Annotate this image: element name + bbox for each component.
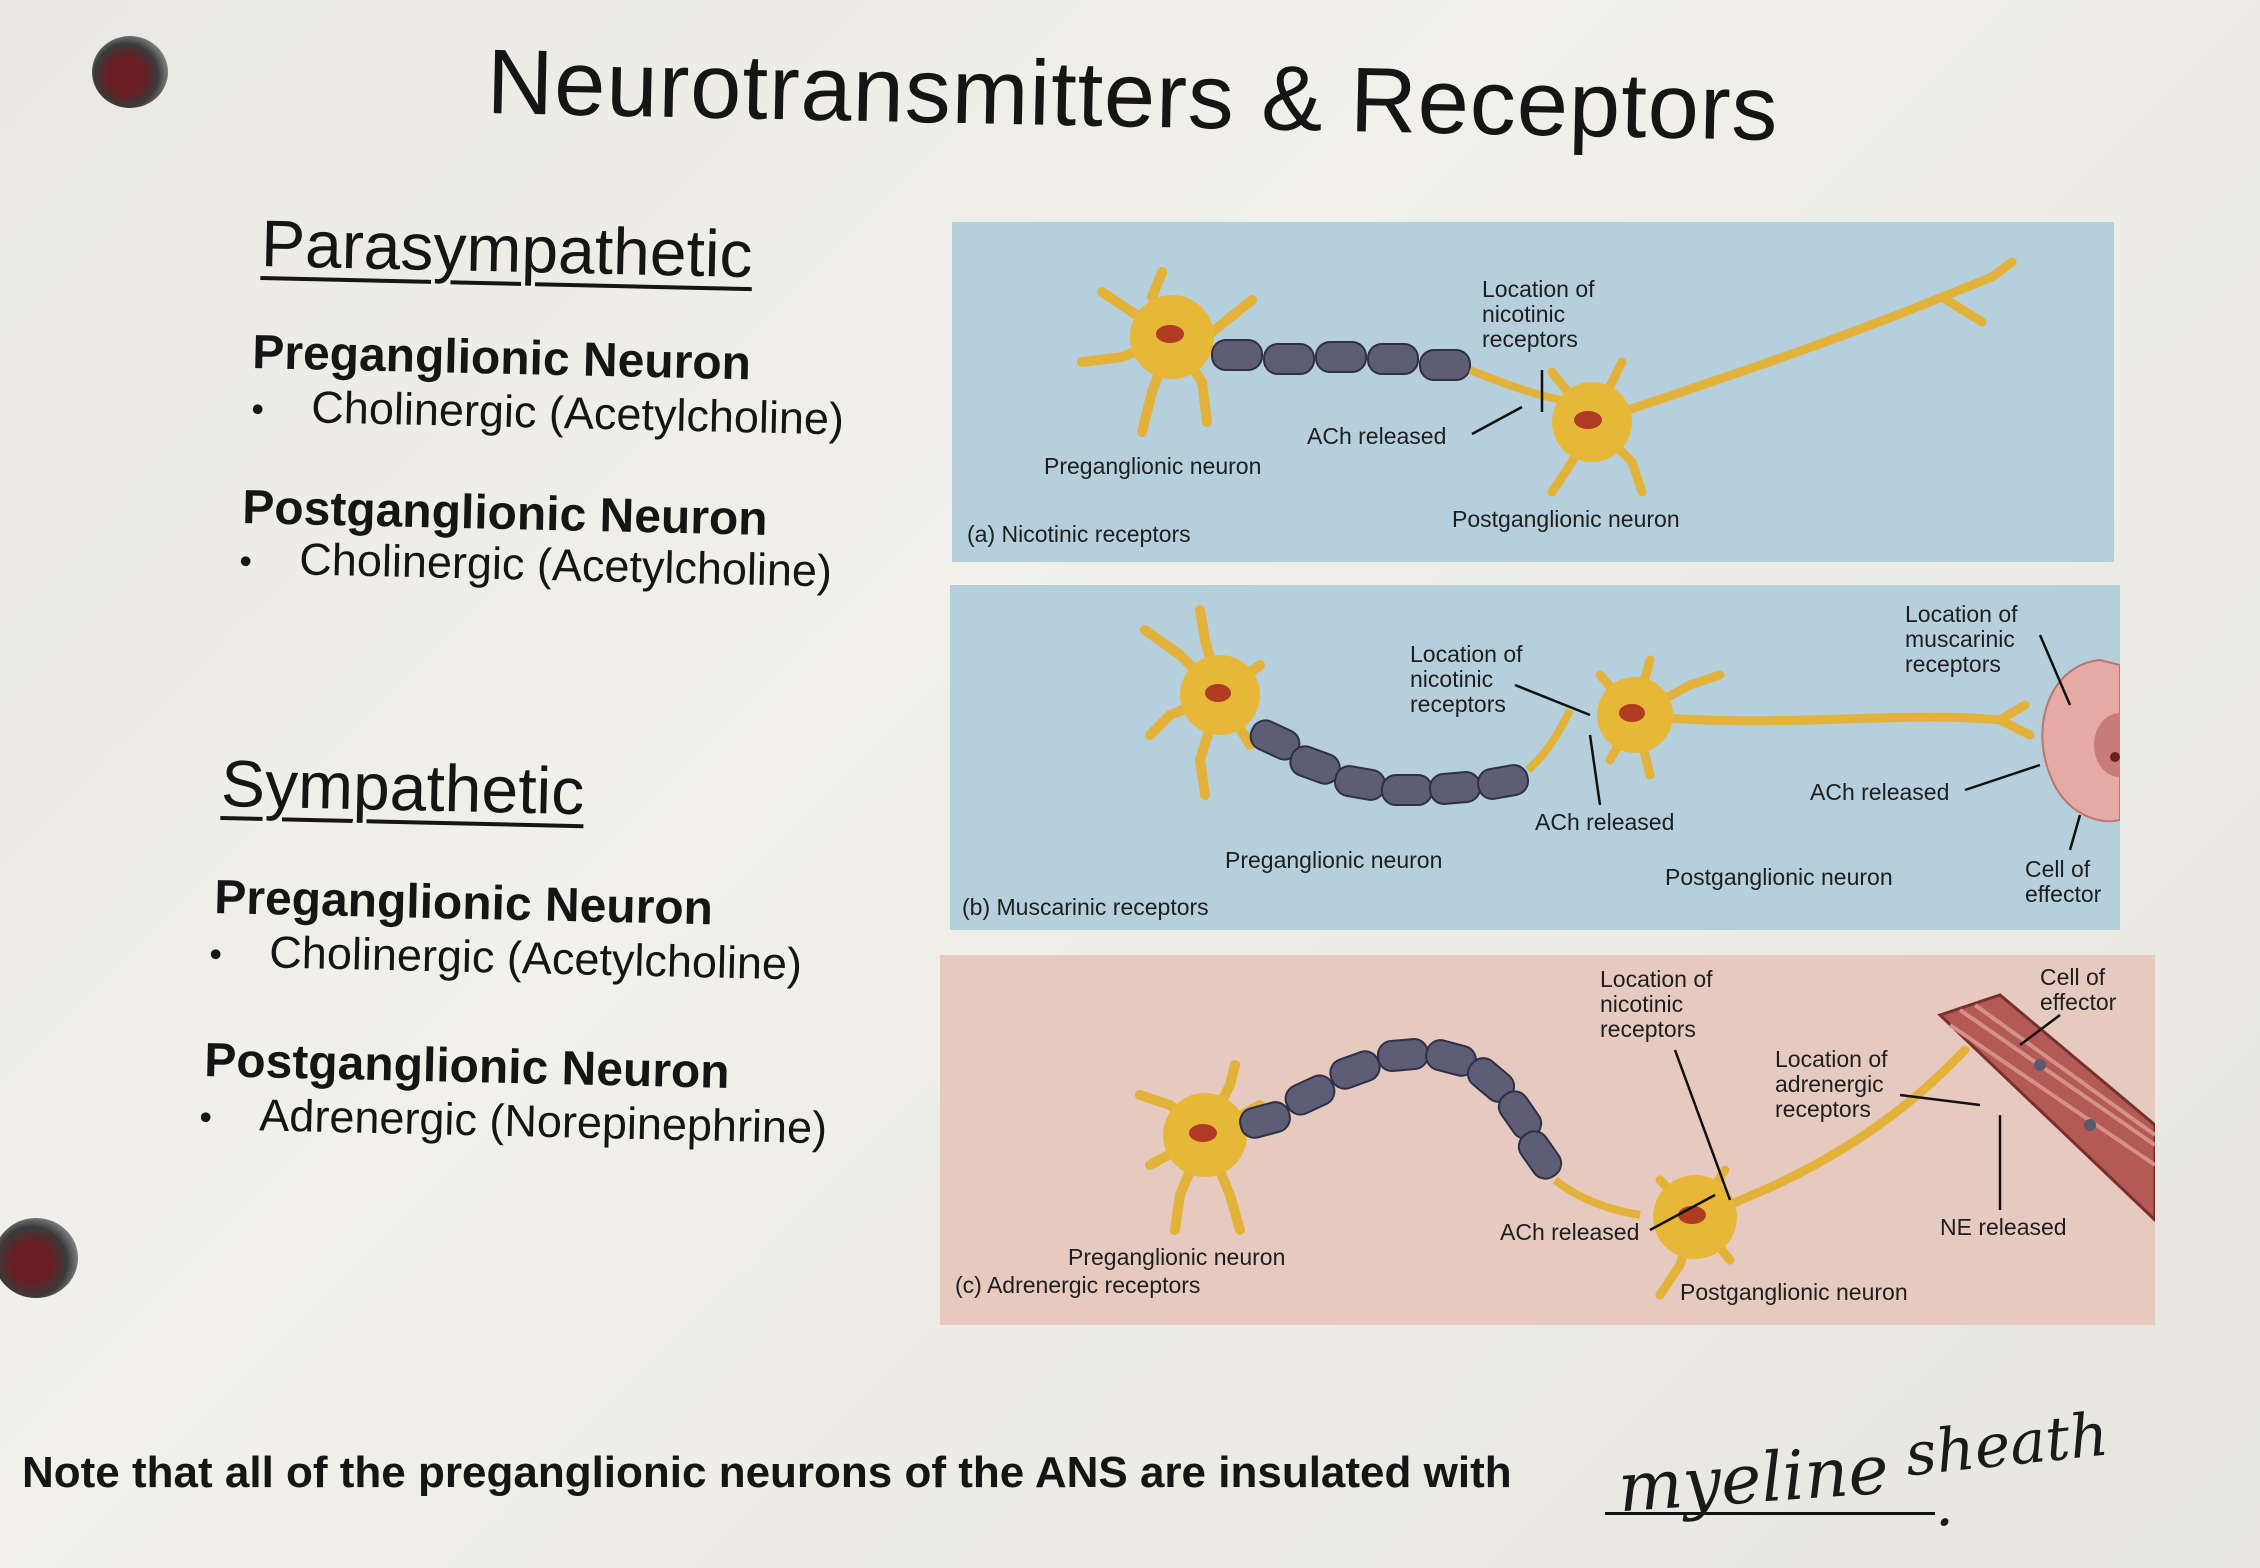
figure-panel-c: Location of nicotinic receptors Location…	[940, 955, 2155, 1325]
effector-cell-b	[2041, 658, 2120, 823]
symp-post-item-text: Adrenergic (Norepinephrine)	[258, 1089, 828, 1154]
post-neuron-b	[1595, 655, 2035, 780]
callout-lines-b	[1514, 634, 2082, 851]
label-c-adrenergic-l3: receptors	[1775, 1096, 1871, 1122]
effector-muscle-c	[1937, 993, 2155, 1223]
panel-c-svg: Location of nicotinic receptors Location…	[940, 955, 2155, 1325]
label-b-muscarinic-l3: receptors	[1905, 651, 2001, 677]
myelin-sheath-c	[1239, 1038, 1563, 1180]
label-c-effector-l1: Cell of	[2040, 964, 2106, 990]
label-c-adrenergic-l2: adrenergic	[1775, 1071, 1884, 1097]
label-post-neuron-a: Postganglionic neuron	[1452, 506, 1680, 532]
parasympathetic-heading: Parasympathetic	[260, 205, 754, 292]
panel-b-svg: Location of nicotinic receptors Location…	[950, 585, 2120, 930]
label-b-post-neuron: Postganglionic neuron	[1665, 864, 1893, 890]
label-b-ach-released-1: ACh released	[1535, 809, 1674, 835]
label-b-effector-l1: Cell of	[2025, 856, 2091, 882]
page-title: Neurotransmitters & Receptors	[485, 30, 1780, 161]
callout-lines-c	[1649, 1014, 2061, 1232]
bullet-dot: •	[198, 1096, 213, 1138]
label-c-ne-released: NE released	[1940, 1214, 2067, 1240]
para-post-item-text: Cholinergic (Acetylcholine)	[298, 533, 833, 597]
handwritten-answer-2: sheath	[1901, 1399, 2112, 1491]
label-b-pre-neuron: Preganglionic neuron	[1225, 847, 1442, 873]
caption-a: (a) Nicotinic receptors	[967, 521, 1191, 547]
label-c-pre-neuron: Preganglionic neuron	[1068, 1244, 1285, 1270]
pre-neuron-c	[1135, 1060, 1265, 1235]
post-neuron-c	[1653, 1045, 1970, 1300]
pre-neuron-b	[1140, 605, 1265, 800]
label-c-nicotinic-l3: receptors	[1600, 1016, 1696, 1042]
symp-pre-item-text: Cholinergic (Acetylcholine)	[268, 926, 803, 990]
label-pre-neuron-a: Preganglionic neuron	[1044, 453, 1261, 479]
label-c-post-neuron: Postganglionic neuron	[1680, 1279, 1908, 1305]
label-b-nicotinic-l1: Location of	[1410, 641, 1523, 667]
label-c-adrenergic-l1: Location of	[1775, 1046, 1888, 1072]
para-pre-item: • Cholinergic (Acetylcholine)	[251, 380, 845, 445]
callout-lines-a	[1471, 370, 1544, 436]
label-c-ach-released: ACh released	[1500, 1219, 1639, 1245]
handwritten-period: .	[1935, 1470, 1955, 1540]
label-location-nicotinic-l3: receptors	[1482, 326, 1578, 352]
pre-neuron-a	[1077, 267, 1257, 437]
pre-axon-terminal-b	[1525, 708, 1574, 773]
symp-pre-item: • Cholinergic (Acetylcholine)	[209, 925, 803, 990]
label-b-muscarinic-l1: Location of	[1905, 601, 2018, 627]
label-b-effector-l2: effector	[2025, 881, 2102, 907]
punch-hole-top	[92, 36, 168, 108]
figure-panel-a: Location of nicotinic receptors ACh rele…	[952, 222, 2114, 562]
sympathetic-heading: Sympathetic	[220, 745, 586, 829]
punch-hole-bottom	[0, 1218, 78, 1298]
label-location-nicotinic-l1: Location of	[1482, 276, 1595, 302]
myelin-sheath-b	[1249, 719, 1530, 806]
para-pre-item-text: Cholinergic (Acetylcholine)	[310, 381, 845, 445]
panel-a-svg: Location of nicotinic receptors ACh rele…	[952, 222, 2114, 562]
bullet-dot: •	[238, 540, 253, 582]
answer-blank-line	[1605, 1512, 1935, 1515]
label-b-nicotinic-l2: nicotinic	[1410, 666, 1493, 692]
label-c-nicotinic-l2: nicotinic	[1600, 991, 1683, 1017]
label-b-nicotinic-l3: receptors	[1410, 691, 1506, 717]
label-b-ach-released-2: ACh released	[1810, 779, 1949, 805]
label-c-effector-l2: effector	[2040, 989, 2117, 1015]
caption-b: (b) Muscarinic receptors	[962, 894, 1209, 920]
bullet-dot: •	[208, 933, 223, 975]
label-ach-released-a: ACh released	[1307, 423, 1446, 449]
bullet-dot: •	[250, 388, 265, 430]
pre-axon-terminal-c	[1552, 1176, 1641, 1219]
symp-post-item: • Adrenergic (Norepinephrine)	[199, 1088, 828, 1154]
note-text: Note that all of the preganglionic neuro…	[22, 1448, 1512, 1497]
label-b-muscarinic-l2: muscarinic	[1905, 626, 2015, 652]
label-c-nicotinic-l1: Location of	[1600, 966, 1713, 992]
myelin-sheath-a	[1211, 339, 1471, 381]
label-location-nicotinic-l2: nicotinic	[1482, 301, 1565, 327]
post-neuron-a	[1547, 257, 2017, 497]
figure-panel-b: Location of nicotinic receptors Location…	[950, 585, 2120, 930]
caption-c: (c) Adrenergic receptors	[955, 1272, 1200, 1298]
